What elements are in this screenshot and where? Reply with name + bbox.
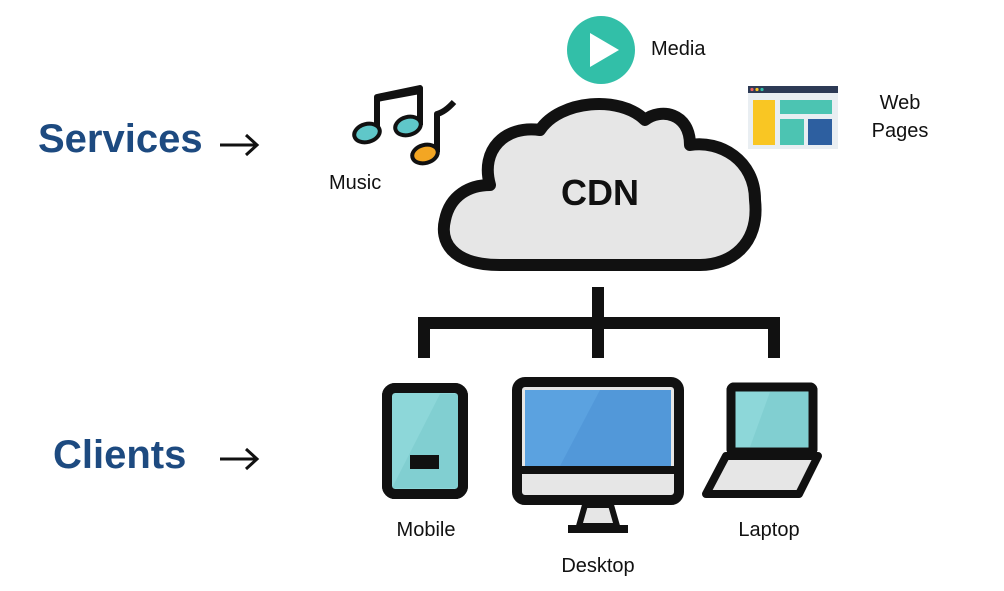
mobile-label: Mobile xyxy=(396,519,456,541)
desktop-label: Desktop xyxy=(561,555,635,577)
network-connector xyxy=(418,287,780,358)
laptop-label: Laptop xyxy=(738,519,800,541)
web-page-icon xyxy=(748,86,838,149)
cloud-icon xyxy=(437,98,762,271)
laptop-icon xyxy=(702,382,822,498)
desktop-icon xyxy=(512,377,684,533)
mobile-icon xyxy=(382,383,468,499)
music-label: Music xyxy=(329,172,382,194)
services-heading: Services xyxy=(38,117,203,161)
arrow-right-icon xyxy=(220,133,260,157)
music-notes-icon xyxy=(352,85,457,166)
cdn-label: CDN xyxy=(561,172,639,213)
web-pages-label-line2: Pages xyxy=(871,120,929,142)
web-pages-label-line1: Web xyxy=(879,92,921,114)
clients-heading: Clients xyxy=(53,433,187,477)
arrow-right-icon xyxy=(220,447,260,471)
play-icon xyxy=(567,16,635,84)
media-label: Media xyxy=(651,38,706,60)
